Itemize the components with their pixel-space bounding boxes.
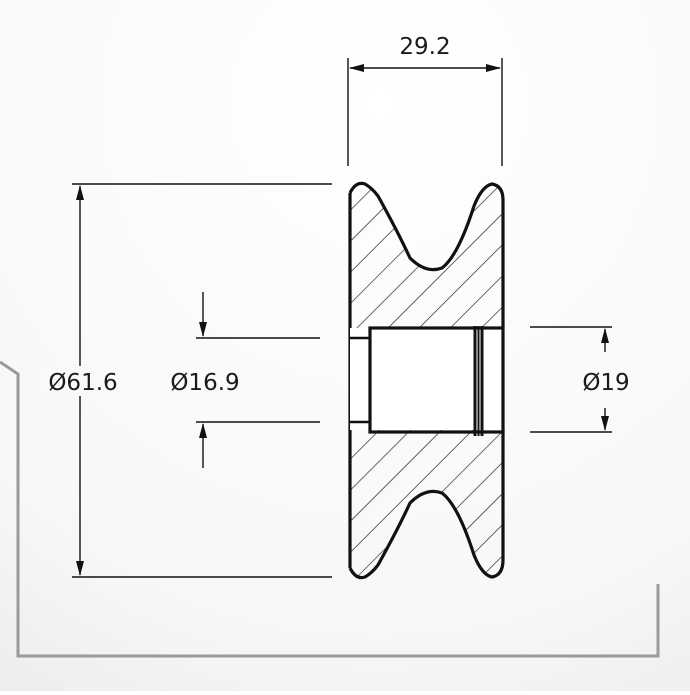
seat-diameter-label: Ø19 bbox=[582, 370, 629, 396]
upper-flange-outline bbox=[348, 181, 505, 328]
outer-diameter-label-bg bbox=[38, 366, 128, 396]
frame-border bbox=[0, 360, 660, 658]
seat-diameter-dimension bbox=[530, 326, 612, 433]
lower-flange-outline bbox=[348, 430, 505, 580]
bore-clear bbox=[350, 328, 503, 430]
bore-diameter-label: Ø16.9 bbox=[170, 370, 239, 396]
outer-diameter-label: Ø61.6 bbox=[48, 370, 117, 396]
width-dimension bbox=[347, 58, 503, 166]
width-dimension-label: 29.2 bbox=[399, 34, 450, 60]
bore-diameter-dimension bbox=[196, 292, 320, 468]
bearing-seat bbox=[368, 326, 505, 434]
